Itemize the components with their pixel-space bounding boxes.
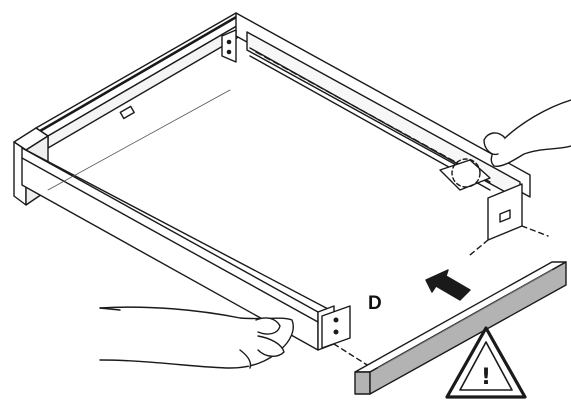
arrow-icon [425,269,471,301]
front-panel [354,261,567,395]
warning-symbol: ! [481,365,491,390]
warning-triangle-icon [445,326,527,399]
bracket-left [321,305,373,369]
bottom-panel-edge [47,89,231,191]
right-side-rail [221,12,549,256]
hand-right [483,99,571,168]
hand-left [99,306,294,369]
step-label: D [368,293,382,314]
back-panel [35,12,248,149]
